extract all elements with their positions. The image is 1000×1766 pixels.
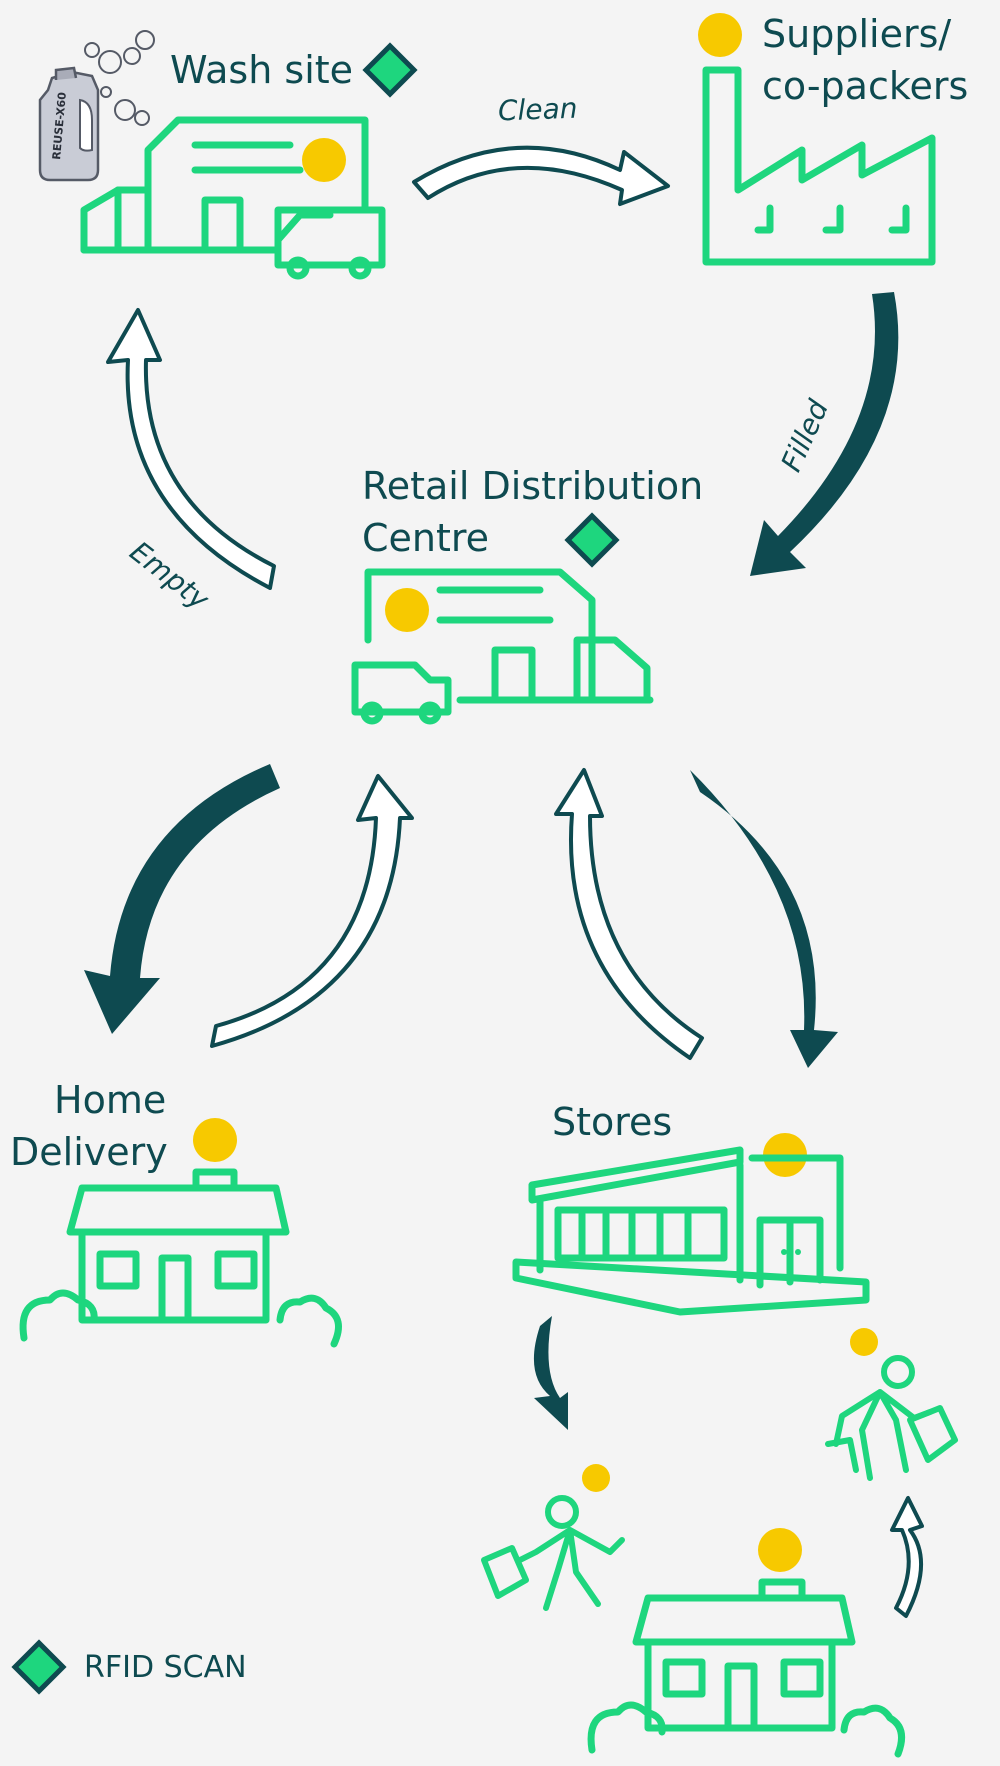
wash-site-dot — [302, 138, 346, 182]
bottle-icon: REUSE-X60 — [38, 66, 100, 182]
rdc-dot — [385, 588, 429, 632]
rdc-rfid-diamond-icon — [564, 512, 620, 568]
home-to-shopper-arrow — [890, 1496, 924, 1618]
empty-flow-arrow — [106, 308, 276, 590]
rdc-label-line2: Centre — [362, 516, 490, 560]
store-door-handles-icon — [781, 1249, 801, 1255]
wash-site-label: Wash site — [170, 48, 354, 92]
rdc-to-home-delivery-arrow — [84, 764, 280, 1034]
shopper-leaving-icon — [481, 1495, 625, 1611]
rdc-icon — [351, 568, 654, 725]
home-delivery-to-rdc-arrow — [210, 774, 414, 1048]
stores-to-shopper-arrow — [533, 1316, 568, 1430]
legend-rfid-diamond-icon — [11, 1639, 67, 1695]
suppliers-dot — [698, 13, 742, 57]
bubbles-icon — [84, 30, 155, 126]
home-delivery-house-icon — [19, 1168, 342, 1348]
rdc-label-line1: Retail Distribution — [362, 464, 704, 508]
clean-flow-label: Clean — [497, 91, 579, 128]
home-delivery-dot — [193, 1118, 237, 1162]
home-delivery-label-line1: Home — [54, 1078, 167, 1122]
customer-home-dot — [758, 1528, 802, 1572]
customer-home-house-icon — [587, 1578, 906, 1758]
wash-site-icon — [80, 116, 386, 280]
suppliers-label-line1: Suppliers/ — [762, 12, 952, 56]
store-icon — [512, 1146, 870, 1316]
suppliers-label-line2: co-packers — [762, 64, 969, 108]
bottle-label: REUSE-X60 — [50, 91, 69, 160]
filled-flow-arrow — [750, 292, 899, 576]
rdc-to-stores-arrow — [690, 770, 838, 1068]
home-delivery-label-line2: Delivery — [10, 1130, 168, 1174]
clean-flow-arrow — [412, 145, 670, 206]
factory-icon — [702, 66, 936, 266]
stores-to-rdc-arrow — [554, 768, 704, 1060]
wash-site-rfid-diamond-icon — [362, 42, 418, 98]
shopper-leaving-dot — [582, 1464, 610, 1492]
shopper-returning-dot — [850, 1328, 878, 1356]
stores-label: Stores — [552, 1100, 673, 1144]
legend-label: RFID SCAN — [84, 1650, 247, 1685]
shopper-returning-icon — [825, 1355, 958, 1481]
